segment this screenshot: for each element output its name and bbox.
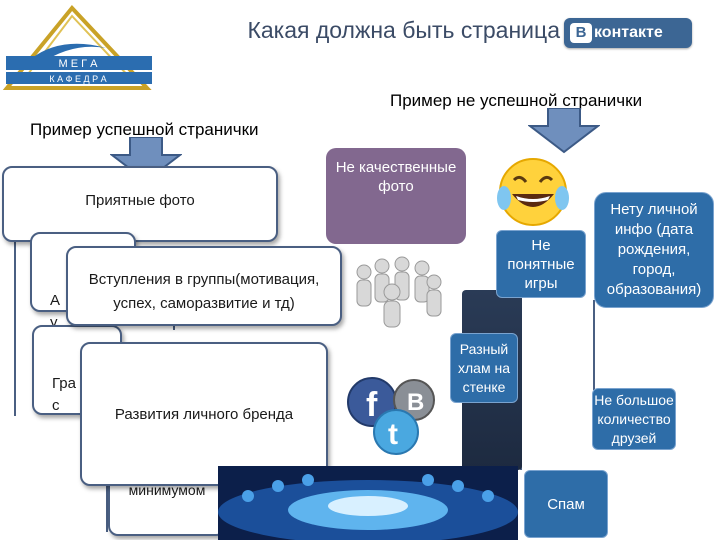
bad-page-heading: Пример не успешной странички <box>390 91 643 110</box>
logo-text-top: М Е Г А <box>59 58 99 70</box>
good-card-brand: Развития личного бренда <box>80 342 328 486</box>
good-card-partial-1-label: А у <box>50 292 61 331</box>
good-card-partial-2-label: Гра с <box>52 375 76 414</box>
good-card-partial-3-label: минимумом <box>128 482 206 498</box>
vk-logo-text: контакте <box>594 24 663 41</box>
bad-card-photos-label: Не качественные фото <box>335 159 457 195</box>
logo-text-bottom: К А Ф Е Д Р А <box>49 74 106 84</box>
good-card-photos-label: Приятные фото <box>85 192 195 209</box>
arrow-down-icon <box>528 108 600 154</box>
bad-card-games: Не понятные игры <box>496 230 586 298</box>
bad-card-no-info: Нету личной инфо (дата рождения, город, … <box>594 192 714 308</box>
bad-card-no-info-label: Нету личной инфо (дата рождения, город, … <box>606 201 702 298</box>
bad-card-junk-label: Разный хлам на стенке <box>458 340 510 395</box>
bad-card-spam: Спам <box>524 470 608 538</box>
bad-card-few-friends: Не большое количество друзей <box>592 388 676 450</box>
vk-logo-letter: В <box>570 23 592 43</box>
connector-line <box>593 300 595 390</box>
good-card-brand-label: Развития личного бренда <box>114 406 294 423</box>
svg-text:f: f <box>366 386 378 424</box>
bad-card-spam-label: Спам <box>547 495 585 513</box>
good-card-groups: Вступления в группы(мотивация, успех, са… <box>66 246 342 326</box>
connector-line <box>14 236 16 416</box>
mega-logo: М Е Г А К А Ф Е Д Р А <box>2 4 152 90</box>
good-card-photos: Приятные фото <box>2 166 278 242</box>
people-group-icon <box>356 256 442 328</box>
globe-people-icon <box>218 466 518 540</box>
good-page-heading: Пример успешной странички <box>30 120 259 139</box>
page-title: Какая должна быть страница <box>247 17 560 43</box>
social-icons: f B t <box>347 377 435 455</box>
good-card-groups-label: Вступления в группы(мотивация, успех, са… <box>88 271 320 312</box>
bad-card-junk: Разный хлам на стенке <box>450 333 518 403</box>
svg-text:B: B <box>407 389 424 416</box>
laughing-emoji-icon <box>497 158 569 226</box>
bad-card-games-label: Не понятные игры <box>507 236 575 292</box>
bad-card-photos: Не качественные фото <box>326 148 466 244</box>
svg-text:t: t <box>388 418 398 451</box>
bad-card-few-friends-label: Не большое количество друзей <box>594 391 674 446</box>
